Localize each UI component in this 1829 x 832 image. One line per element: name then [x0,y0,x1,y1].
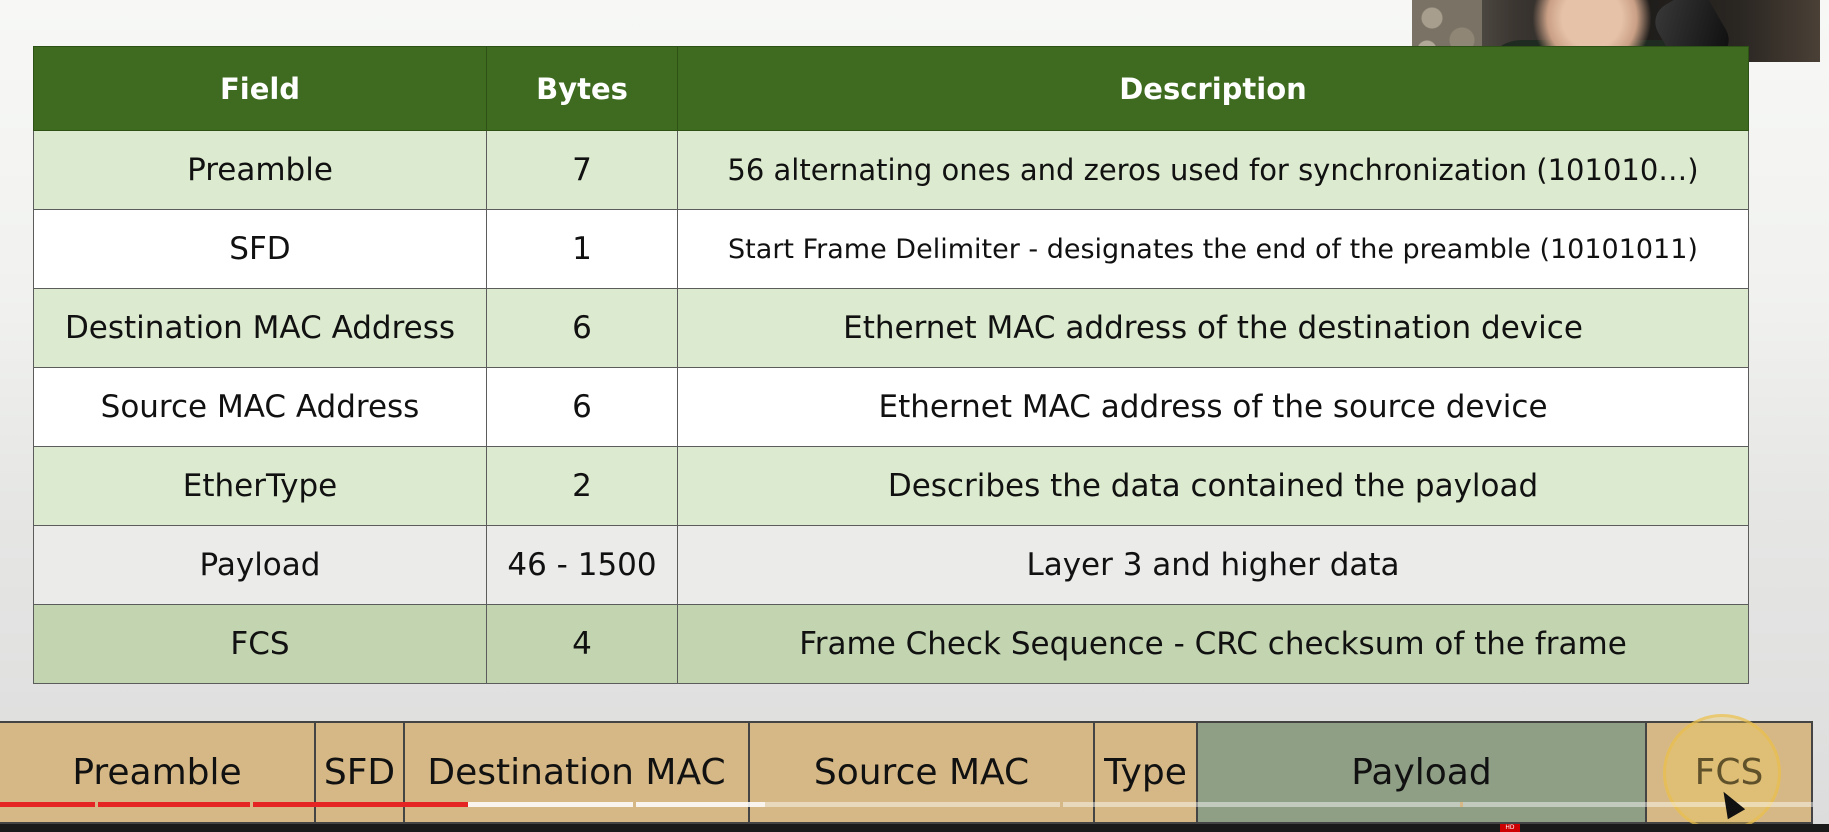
segment-payload: Payload [1198,723,1647,822]
bytes-cell: 4 [486,604,678,684]
bytes-cell: 46 - 1500 [486,525,678,605]
field-cell: Source MAC Address [33,367,487,447]
bytes-cell: 6 [486,367,678,447]
field-cell: EtherType [33,446,487,526]
segment-type: Type [1095,723,1198,822]
field-cell: FCS [33,604,487,684]
hd-badge: HD [1500,824,1520,832]
table-row: FCS 4 Frame Check Sequence - CRC checksu… [33,604,1749,684]
table-row: Source MAC Address 6 Ethernet MAC addres… [33,367,1749,447]
chapter-marker [1060,802,1063,807]
table-row: Preamble 7 56 alternating ones and zeros… [33,130,1749,210]
field-cell: Preamble [33,130,487,210]
video-progress-bar[interactable] [0,802,1813,807]
bytes-cell: 7 [486,130,678,210]
description-cell: 56 alternating ones and zeros used for s… [677,130,1749,210]
segment-source-mac: Source MAC [750,723,1095,822]
description-cell: Ethernet MAC address of the destination … [677,288,1749,368]
bytes-cell: 6 [486,288,678,368]
description-cell: Layer 3 and higher data [677,525,1749,605]
description-cell: Start Frame Delimiter - designates the e… [677,209,1749,289]
table-row: EtherType 2 Describes the data contained… [33,446,1749,526]
ethernet-frame-table: Field Bytes Description Preamble 7 56 al… [33,46,1749,684]
chapter-marker [633,802,636,807]
table-row: SFD 1 Start Frame Delimiter - designates… [33,209,1749,289]
chapter-marker [1460,802,1463,807]
segment-preamble: Preamble [0,723,316,822]
description-cell: Ethernet MAC address of the source devic… [677,367,1749,447]
table-header-row: Field Bytes Description [33,46,1749,131]
chapter-marker [95,802,98,807]
table-row: Payload 46 - 1500 Layer 3 and higher dat… [33,525,1749,605]
field-cell: SFD [33,209,487,289]
description-cell: Frame Check Sequence - CRC checksum of t… [677,604,1749,684]
description-cell: Describes the data contained the payload [677,446,1749,526]
segment-sfd: SFD [316,723,405,822]
bytes-cell: 2 [486,446,678,526]
segment-destination-mac: Destination MAC [405,723,750,822]
progress-played [0,802,468,807]
field-cell: Destination MAC Address [33,288,487,368]
field-cell: Payload [33,525,487,605]
table-row: Destination MAC Address 6 Ethernet MAC a… [33,288,1749,368]
chapter-marker [250,802,253,807]
header-field: Field [33,46,487,131]
cursor-highlight [1663,714,1781,832]
bytes-cell: 1 [486,209,678,289]
player-controls-strip [0,824,1829,832]
header-bytes: Bytes [486,46,678,131]
header-description: Description [677,46,1749,131]
ethernet-frame-diagram: Preamble SFD Destination MAC Source MAC … [0,721,1813,824]
